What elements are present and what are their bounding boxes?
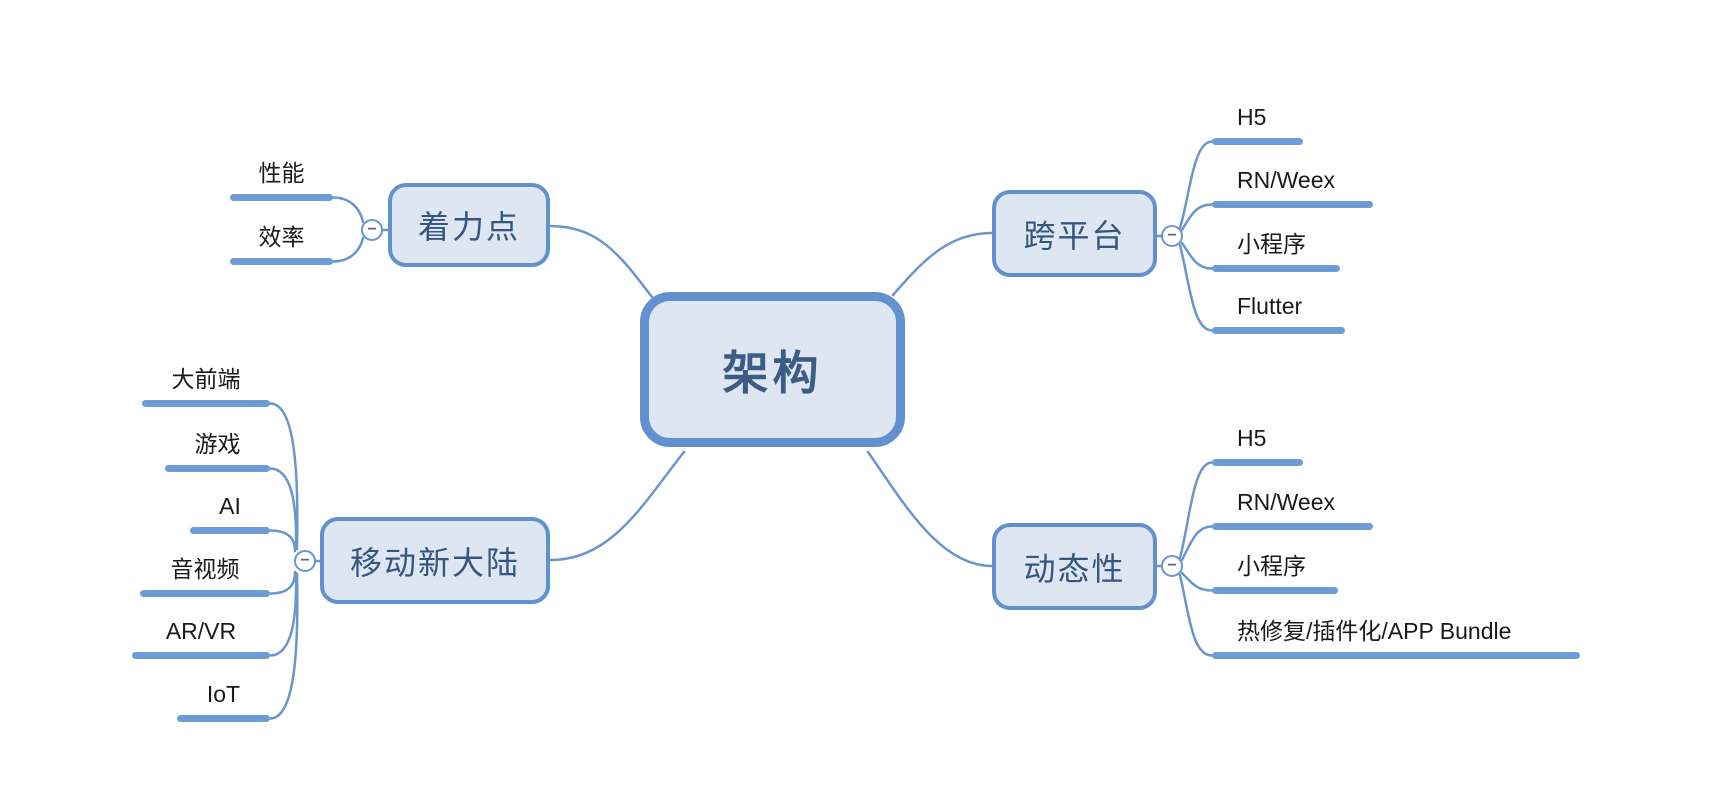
leaf-node[interactable]: AR/VR xyxy=(132,618,270,659)
minus-icon: − xyxy=(300,552,310,569)
leaf-label: AI xyxy=(219,492,241,519)
leaf-node[interactable]: AI xyxy=(190,493,270,534)
leaf-label: IoT xyxy=(206,680,241,707)
collapse-button-mobile[interactable]: − xyxy=(294,550,316,572)
branch-node-mobile[interactable]: 移动新大陆 xyxy=(320,517,550,604)
root-node[interactable]: 架构 xyxy=(640,292,905,447)
leaf-node[interactable]: 音视频 xyxy=(140,556,270,597)
branch-node-label: 动态性 xyxy=(1023,550,1126,587)
leaf-node[interactable]: 性能 xyxy=(230,160,333,201)
leaf-node[interactable]: 大前端 xyxy=(142,366,270,407)
branch-node-label: 跨平台 xyxy=(1023,217,1126,254)
connector-mobile-frontend xyxy=(268,402,299,551)
leaf-node[interactable]: RN/Weex xyxy=(1212,167,1373,208)
leaf-label: 性能 xyxy=(258,159,305,186)
connector-dynamic-hotfix xyxy=(1178,573,1214,657)
leaf-label: H5 xyxy=(1237,103,1267,130)
minus-icon: − xyxy=(367,221,377,238)
connector-root-focus xyxy=(548,224,654,299)
branch-node-cross-platform[interactable]: 跨平台 xyxy=(992,190,1157,277)
connector-dynamic-rnweex xyxy=(1180,525,1214,562)
minus-icon: − xyxy=(1167,227,1177,244)
leaf-label: RN/Weex xyxy=(1237,166,1335,193)
connector-root-mobile xyxy=(548,450,686,562)
root-node-label: 架构 xyxy=(722,346,823,399)
connector-mobile-game xyxy=(268,467,298,551)
connector-cross-h5 xyxy=(1178,140,1214,230)
connector-dynamic-h5 xyxy=(1178,461,1214,560)
leaf-node[interactable]: H5 xyxy=(1212,425,1303,466)
branch-node-dynamic[interactable]: 动态性 xyxy=(992,523,1157,610)
connector-cross-miniprog xyxy=(1180,241,1214,270)
connector-focus-perf xyxy=(331,196,365,224)
leaf-label: 热修复/插件化/APP Bundle xyxy=(1237,617,1512,644)
leaf-label: 大前端 xyxy=(171,365,241,392)
minus-icon: − xyxy=(1167,557,1177,574)
leaf-node[interactable]: 热修复/插件化/APP Bundle xyxy=(1212,618,1580,659)
leaf-label: 游戏 xyxy=(194,430,241,457)
leaf-label: H5 xyxy=(1237,424,1267,451)
connector-mobile-av xyxy=(268,570,297,595)
collapse-button-dynamic[interactable]: − xyxy=(1161,555,1183,577)
leaf-label: 效率 xyxy=(258,223,305,250)
leaf-node[interactable]: 小程序 xyxy=(1212,231,1340,272)
connector-cross-flutter xyxy=(1178,243,1214,332)
branch-node-label: 着力点 xyxy=(417,209,520,245)
connector-root-dynamic xyxy=(866,450,994,568)
connector-cross-rnweex xyxy=(1180,203,1214,232)
leaf-label: AR/VR xyxy=(165,617,237,644)
leaf-node[interactable]: 小程序 xyxy=(1212,553,1338,594)
leaf-label: 小程序 xyxy=(1237,552,1306,579)
connector-focus-eff xyxy=(331,236,365,263)
leaf-node[interactable]: 效率 xyxy=(230,224,333,265)
leaf-node[interactable]: RN/Weex xyxy=(1212,489,1373,530)
leaf-label: 音视频 xyxy=(170,555,240,582)
leaf-node[interactable]: IoT xyxy=(177,681,270,722)
connector-dynamic-miniprog xyxy=(1180,571,1214,592)
leaf-label: 小程序 xyxy=(1237,230,1306,257)
leaf-label: RN/Weex xyxy=(1237,488,1335,515)
leaf-node[interactable]: H5 xyxy=(1212,104,1303,145)
connector-mobile-ai xyxy=(268,529,297,553)
connector-root-cross xyxy=(891,231,994,297)
collapse-button-focus[interactable]: − xyxy=(361,219,383,241)
connector-mobile-iot xyxy=(268,572,299,720)
branch-node-label: 移动新大陆 xyxy=(349,544,520,581)
leaf-node[interactable]: 游戏 xyxy=(165,431,270,472)
branch-node-focus[interactable]: 着力点 xyxy=(388,183,550,267)
collapse-button-cross-platform[interactable]: − xyxy=(1161,225,1183,247)
leaf-node[interactable]: Flutter xyxy=(1212,293,1345,334)
leaf-label: Flutter xyxy=(1237,292,1303,319)
